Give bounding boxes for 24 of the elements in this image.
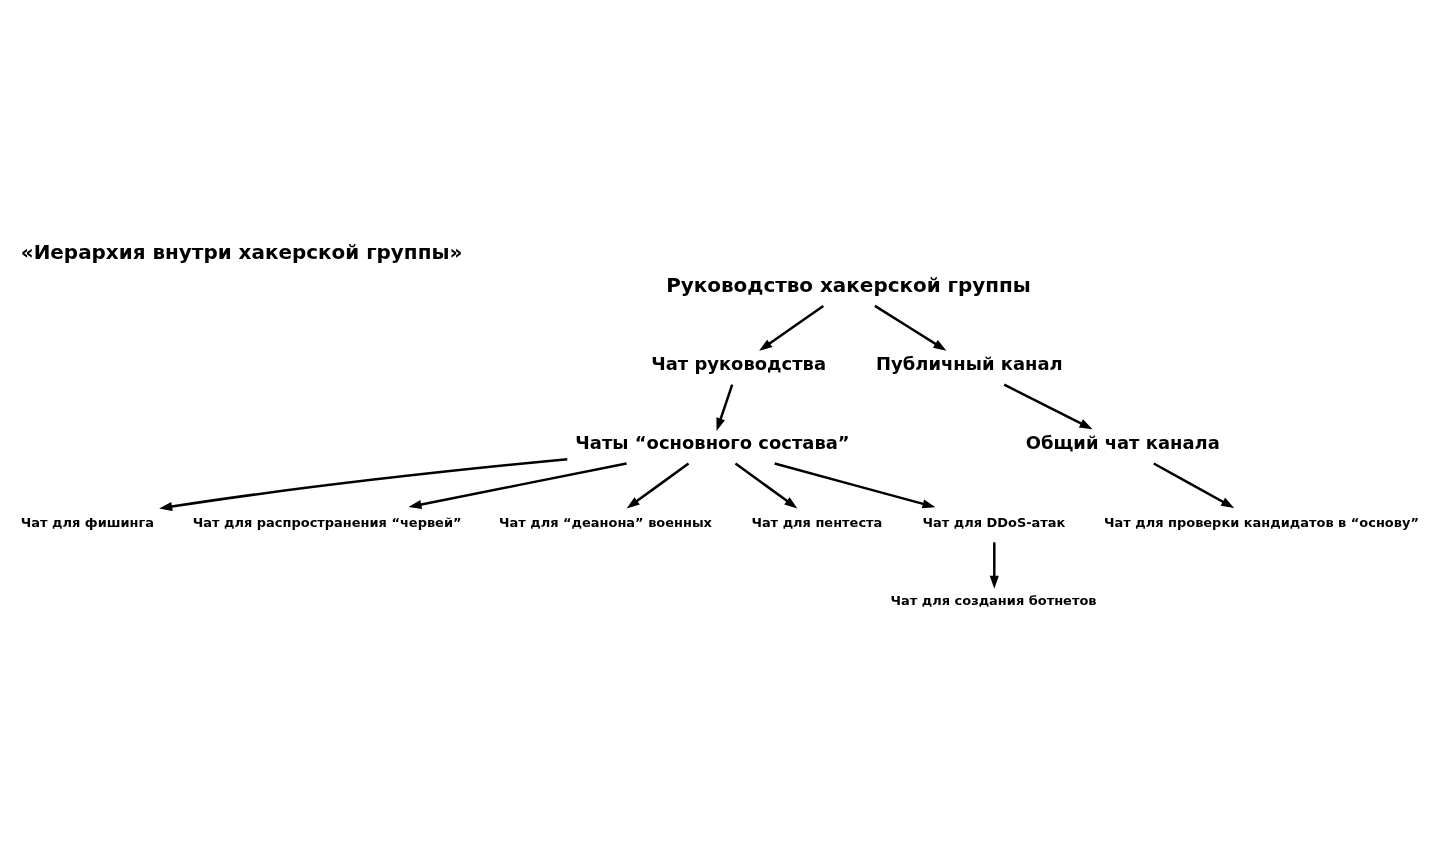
diagram-title: «Иерархия внутри хакерской группы» [20,239,463,264]
arrow [989,541,999,589]
node-text: Чат для “деанона” военных [499,514,712,530]
arrow [734,462,798,508]
node-text: Чат для DDoS-атак [922,514,1066,530]
node-text: Чаты “основного состава” [575,431,850,453]
node-text: Публичный канал [876,352,1063,374]
arrow [774,461,936,508]
arrow [626,462,690,508]
arrow [408,461,627,509]
node-text: Чат для распространения “червей” [192,514,462,530]
node-text: Чат для проверки кандидатов в “основу” [1104,514,1419,530]
node-text: Чат для фишинга [20,514,155,530]
node-text: Чат для создания ботнетов [890,592,1097,608]
arrow [1003,383,1093,429]
arrow [159,457,568,511]
node-text: Общий чат канала [1025,431,1220,453]
arrow [716,383,734,431]
arrow [874,304,947,351]
node-text: Руководство хакерской группы [666,272,1031,297]
arrow [1153,461,1235,508]
node-text: Чат для пентеста [751,514,883,530]
arrow [759,304,825,351]
node-text: Чат руководства [651,352,827,374]
